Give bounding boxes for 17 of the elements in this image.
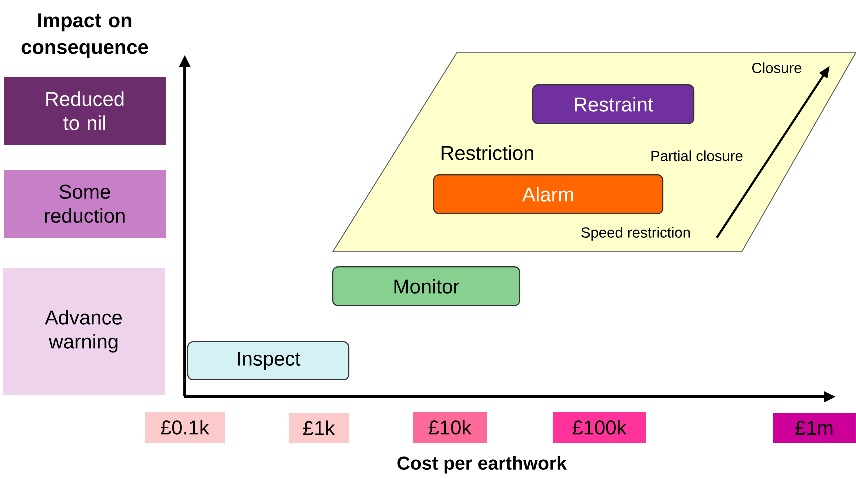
axis-title: Impact on consequence bbox=[22, 14, 148, 58]
scale-label: Speed restriction bbox=[582, 227, 690, 241]
measure-box: Alarm bbox=[433, 174, 664, 214]
measure-box: Inspect bbox=[187, 341, 350, 381]
category-box: Some reduction bbox=[4, 170, 166, 238]
scale-label: Closure bbox=[752, 62, 802, 74]
cost-tag: £1k bbox=[289, 413, 349, 443]
measure-box: Restraint bbox=[532, 84, 695, 124]
cost-tag: £1m bbox=[773, 413, 856, 443]
cost-tag: £100k bbox=[552, 412, 646, 443]
axis-title: Cost per earthwork bbox=[398, 456, 568, 474]
scale-label: Partial closure bbox=[652, 150, 743, 162]
category-box: Reduced to nil bbox=[4, 77, 166, 145]
cost-tag: £10k bbox=[413, 412, 487, 443]
measure-box: Monitor bbox=[332, 266, 520, 306]
cost-tag: £0.1k bbox=[145, 412, 225, 443]
category-box: Advance warning bbox=[3, 268, 165, 395]
